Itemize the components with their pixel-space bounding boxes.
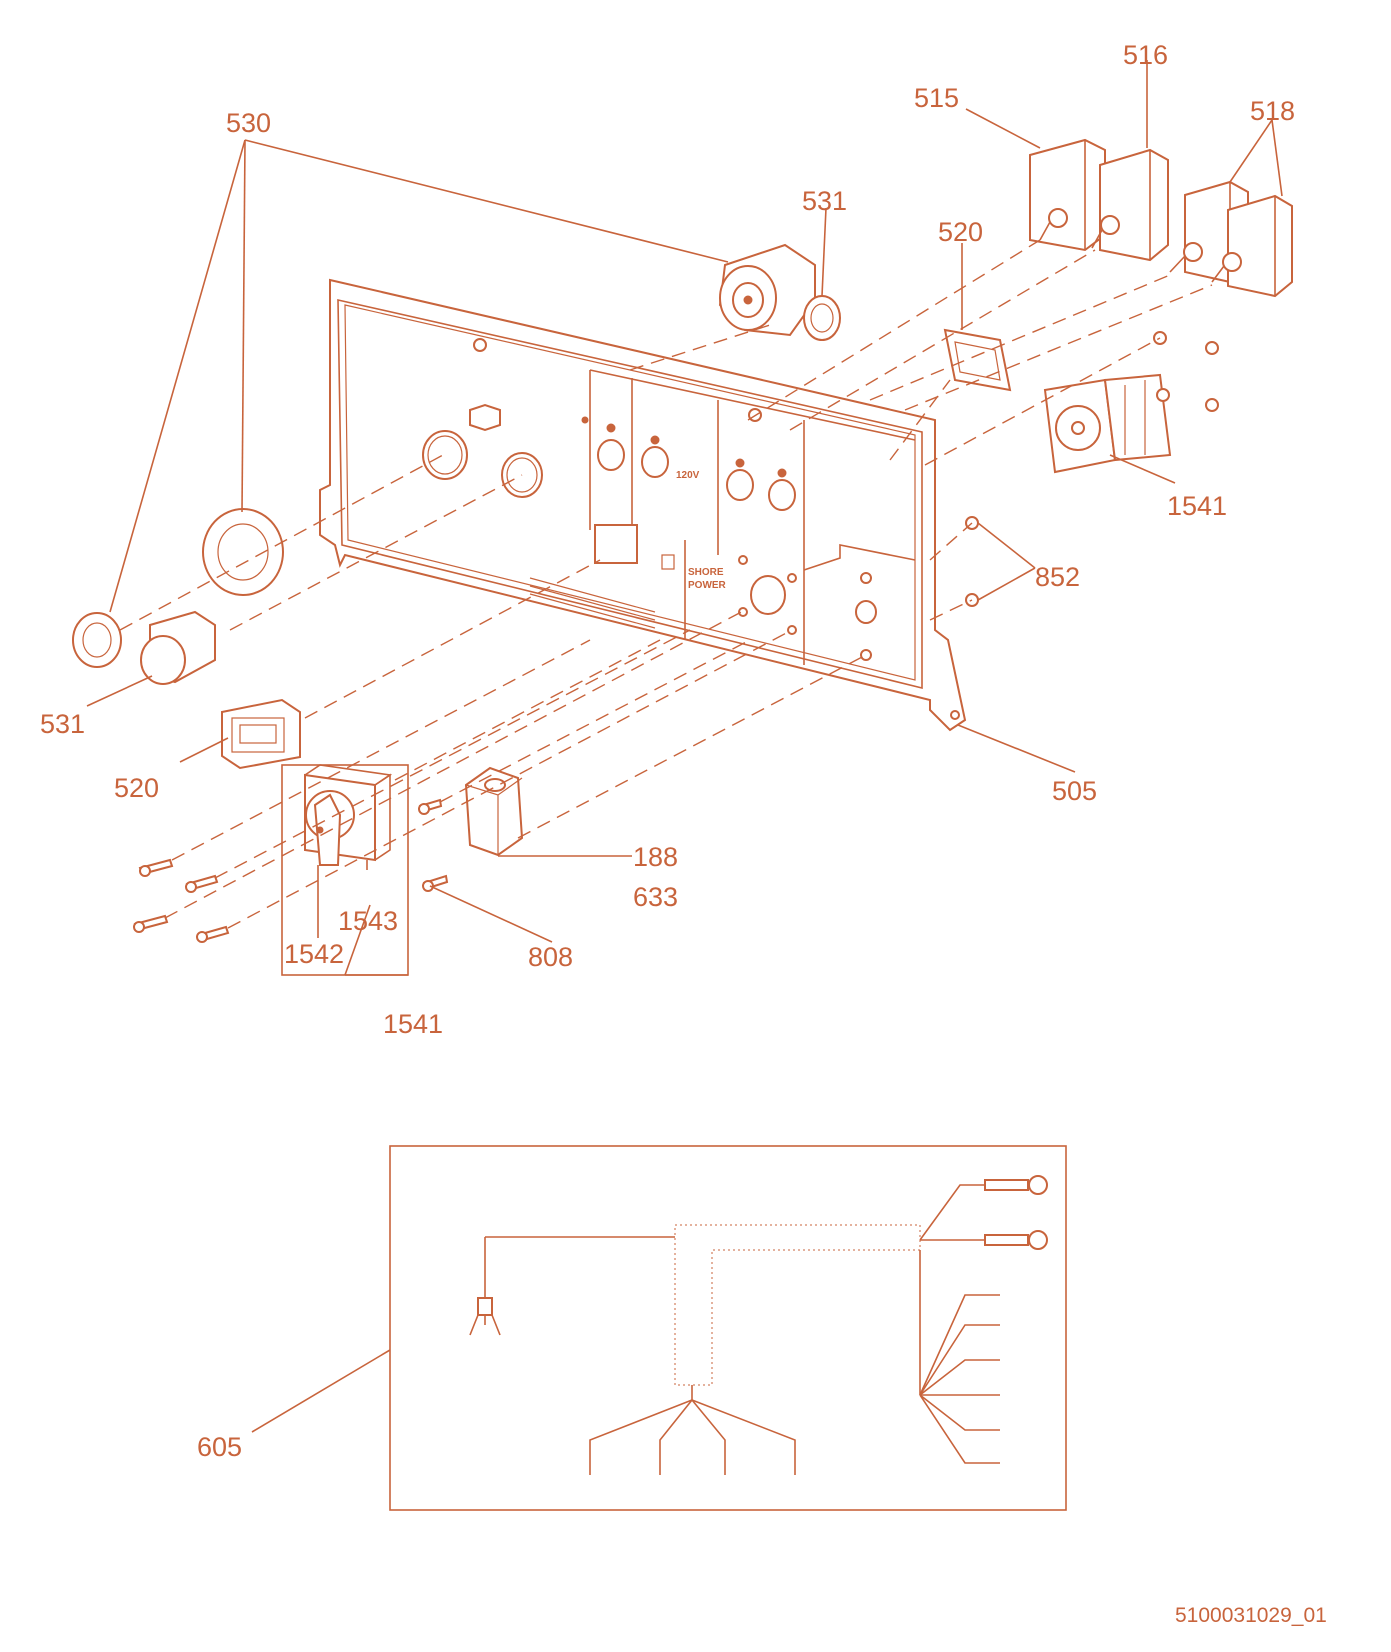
callout-852: 852 — [1035, 562, 1080, 592]
callout-1541-bottom: 1541 — [383, 1009, 443, 1039]
bezel-ring — [202, 508, 284, 596]
callout-520-left: 520 — [114, 773, 159, 803]
callout-605: 605 — [197, 1432, 242, 1462]
callout-531-left: 531 — [40, 709, 85, 739]
control-panel: 120V SHORE POWER — [319, 278, 967, 732]
alignment-lines — [119, 239, 1213, 929]
leader-lines — [86, 60, 1283, 1433]
shore-label-line-1: SHORE — [688, 567, 724, 578]
shore-label-line-2: POWER — [688, 580, 727, 591]
callout-518: 518 — [1250, 96, 1295, 126]
circuit-breakers-515-516 — [1029, 138, 1169, 262]
knob-assembly-1541 — [281, 764, 409, 976]
start-button — [140, 610, 216, 685]
nut-ring-531 — [72, 612, 122, 668]
callout-505: 505 — [1052, 776, 1097, 806]
callout-808: 808 — [528, 942, 573, 972]
callout-1542: 1542 — [284, 939, 344, 969]
callout-1543: 1543 — [338, 906, 398, 936]
key-switch — [718, 243, 841, 341]
callout-1541-right: 1541 — [1167, 491, 1227, 521]
hour-meter-520 — [221, 698, 301, 770]
voltage-label: 120V — [676, 470, 700, 481]
callout-188: 188 — [633, 842, 678, 872]
rotary-switch — [1043, 373, 1172, 474]
callout-633: 633 — [633, 882, 678, 912]
screws — [133, 798, 449, 943]
wire-harness-605 — [389, 1145, 1067, 1511]
document-number: 5100031029_01 — [1175, 1604, 1327, 1627]
callout-520-top: 520 — [938, 217, 983, 247]
callout-labels: 530 531 531 515 516 518 520 520 1541 154… — [40, 40, 1295, 1462]
callout-515: 515 — [914, 83, 959, 113]
circuit-breakers-518 — [1169, 180, 1293, 298]
terminal-block-188 — [464, 766, 524, 857]
callout-531-top: 531 — [802, 186, 847, 216]
callout-530: 530 — [226, 108, 271, 138]
retainer-520 — [943, 328, 1012, 392]
callout-516: 516 — [1123, 40, 1168, 70]
